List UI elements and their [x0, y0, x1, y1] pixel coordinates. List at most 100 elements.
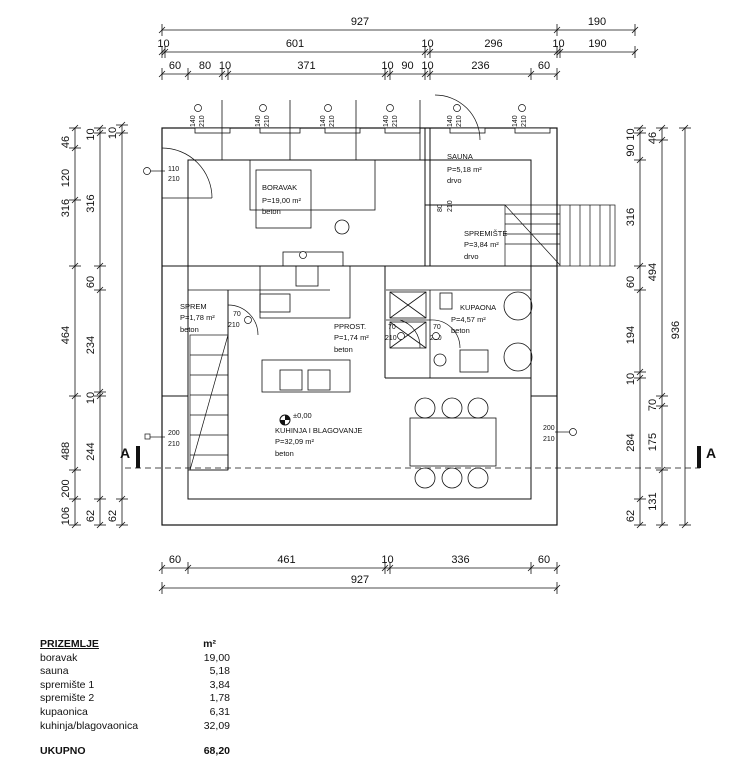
dimension-value: 10: [219, 60, 231, 72]
dimension-value: 62: [107, 510, 119, 522]
summary-room-value: 32,09: [203, 719, 230, 732]
dimension-value: 194: [625, 326, 637, 344]
door-width: 200: [543, 425, 555, 432]
dimension-value: 10: [625, 373, 637, 385]
room-boravak: BORAVAK P=19,00 m² beton: [262, 183, 301, 216]
dimension-value: 120: [60, 169, 72, 187]
dimension-value: 10: [381, 60, 393, 72]
dimension-value: 316: [85, 194, 97, 212]
room-area: P=1,74 m²: [334, 333, 369, 342]
opening-size: 210: [447, 200, 454, 212]
dimension-value: 927: [351, 16, 369, 28]
room-name: SAUNA: [447, 152, 473, 161]
summary-room-value: 3,84: [209, 678, 230, 691]
door-width: 70: [233, 311, 241, 318]
door-height: 210: [543, 436, 555, 443]
dimension-value: 106: [60, 507, 72, 525]
dimension-value: 60: [169, 60, 181, 72]
furniture: [249, 159, 533, 489]
door-height: 210: [168, 176, 180, 183]
opening-size: 210: [264, 115, 271, 127]
total-value: 68,20: [203, 745, 230, 758]
dimension-value: 371: [297, 60, 315, 72]
dimension-value: 927: [351, 574, 369, 586]
summary-room-name: sauna: [40, 665, 69, 678]
room-area: P=1,78 m²: [180, 313, 215, 322]
dimension-value: 60: [85, 276, 97, 288]
room-sprem: SPREM P=1,78 m² beton: [180, 302, 215, 334]
dimension-value: 46: [60, 136, 72, 148]
summary-room-value: 6,31: [209, 705, 230, 718]
room-floor: beton: [262, 207, 281, 216]
opening-size: 210: [456, 115, 463, 127]
room-sauna: SAUNA P=5,18 m² drvo: [447, 152, 482, 185]
summary-room-value: 1,78: [209, 692, 230, 705]
door-width: 70: [388, 324, 396, 331]
dimension-value: 494: [647, 263, 659, 281]
dimension-value: 80: [199, 60, 211, 72]
opening-size: 140: [190, 115, 197, 127]
dimension-value: 236: [471, 60, 489, 72]
dimension-value: 936: [670, 321, 682, 339]
dimension-value: 10: [157, 38, 169, 50]
opening-size: 140: [255, 115, 262, 127]
room-area: P=4,57 m²: [451, 315, 486, 324]
dimension-value: 464: [60, 326, 72, 344]
dimension-value: 284: [625, 433, 637, 451]
room-kuhinja: KUHINJA I BLAGOVANJE P=32,09 m² beton: [275, 426, 362, 458]
door-tag-markers: [143, 104, 577, 440]
room-name: KUPAONA: [460, 303, 496, 312]
room-floor: beton: [180, 325, 199, 334]
total-label: UKUPNO: [40, 745, 86, 758]
dimension-value: 234: [85, 336, 97, 354]
room-area: P=19,00 m²: [262, 196, 301, 205]
dimension-value: 10: [107, 127, 119, 139]
summary-title: PRIZEMLJE: [40, 638, 99, 650]
dimension-value: 316: [60, 199, 72, 217]
summary-room-name: boravak: [40, 651, 78, 664]
dimension-value: 46: [647, 132, 659, 144]
summary-room-value: 19,00: [203, 651, 230, 664]
section-cut-line: A A: [120, 445, 716, 469]
room-name: PPROST.: [334, 322, 366, 331]
level-text: ±0,00: [293, 411, 312, 420]
summary-room-value: 5,18: [209, 665, 230, 678]
room-area: P=5,18 m²: [447, 165, 482, 174]
dimension-value: 10: [85, 392, 97, 404]
room-kupaona: KUPAONA P=4,57 m² beton: [451, 303, 496, 335]
dimension-value: 244: [85, 442, 97, 460]
dimension-value: 10: [381, 554, 393, 566]
dimension-value: 70: [647, 399, 659, 411]
dimension-value: 316: [625, 208, 637, 226]
stairs: [189, 204, 616, 471]
door-width: 70: [433, 324, 441, 331]
summary-header: PRIZEMLJE m²: [40, 638, 230, 652]
summary-room-name: spremište 2: [40, 692, 95, 705]
door-height: 210: [385, 335, 397, 342]
dimension-value: 10: [85, 128, 97, 140]
dimension-value: 336: [451, 554, 469, 566]
room-floor: beton: [451, 326, 470, 335]
dimension-value: 10: [625, 128, 637, 140]
dimension-value: 60: [625, 276, 637, 288]
opening-size: 210: [199, 115, 206, 127]
dimension-value: 60: [538, 554, 550, 566]
door-height: 210: [168, 441, 180, 448]
level-mark: ±0,00: [279, 411, 312, 426]
room-floor: drvo: [464, 252, 479, 261]
dimension-value: 131: [647, 492, 659, 510]
opening-size: 140: [383, 115, 390, 127]
opening-size: 140: [512, 115, 519, 127]
summary-row: spremište 2 1,78: [40, 692, 230, 706]
opening-size: 210: [392, 115, 399, 127]
door-height: 210: [228, 322, 240, 329]
room-floor: drvo: [447, 176, 462, 185]
dimension-value: 60: [538, 60, 550, 72]
dimension-value: 90: [625, 144, 637, 156]
room-name: BORAVAK: [262, 183, 297, 192]
